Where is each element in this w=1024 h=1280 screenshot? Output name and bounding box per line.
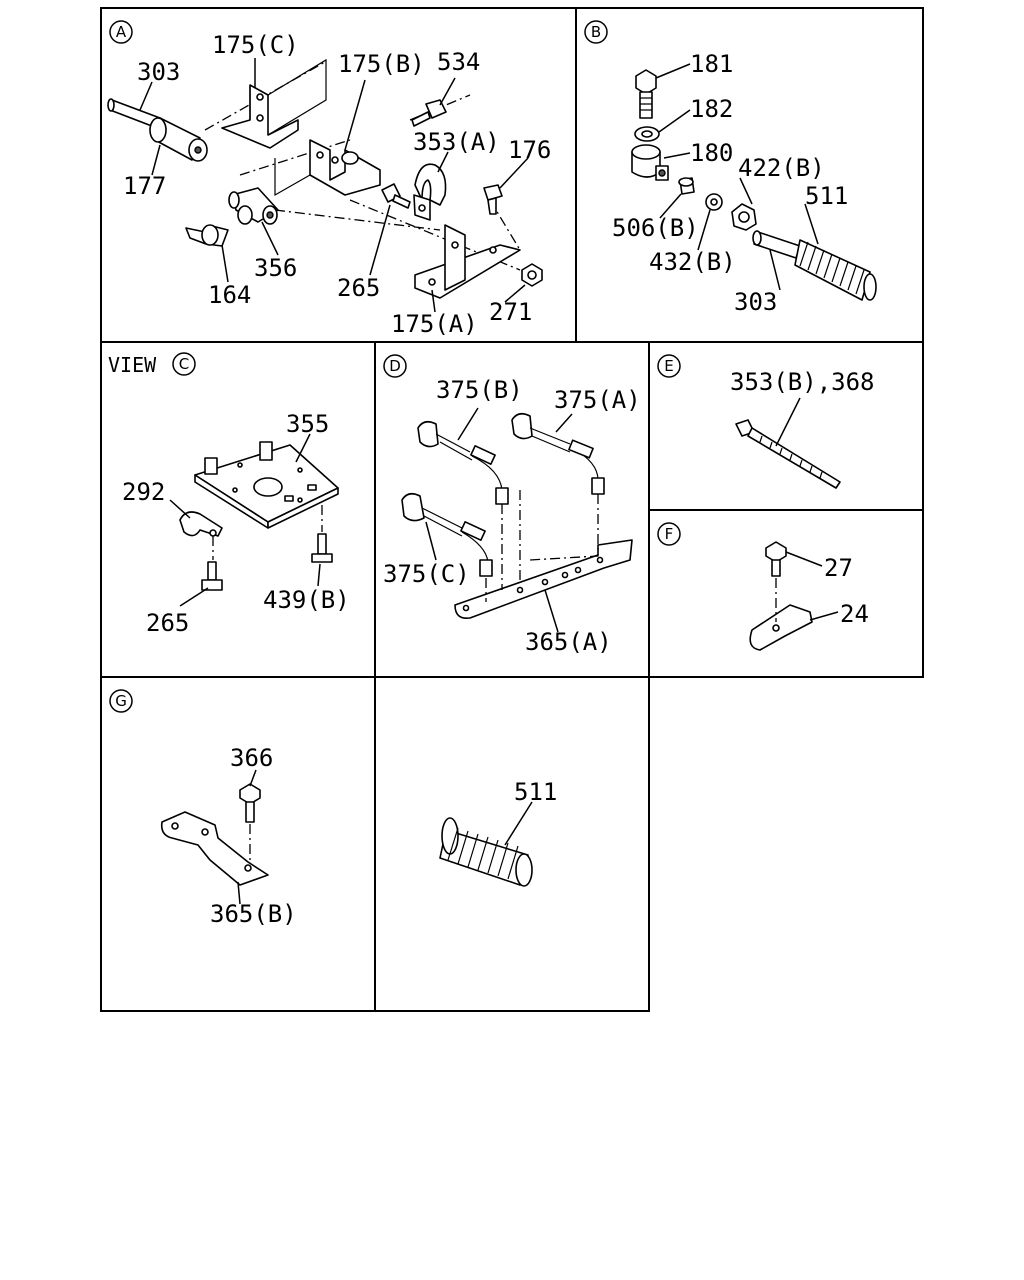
panel-e: E 353(B),368	[657, 354, 875, 489]
boot-511-h-icon	[439, 817, 533, 887]
rod-303-icon	[107, 98, 161, 129]
label-175b: 175(B)	[338, 50, 425, 78]
label-175a: 175(A)	[391, 310, 478, 338]
label-164: 164	[208, 281, 251, 309]
panel-d-marker: D	[383, 354, 407, 378]
panel-g-frame	[100, 676, 376, 1012]
plate-355-icon	[194, 441, 339, 529]
joint-177-icon	[149, 117, 208, 162]
label-356: 356	[254, 254, 297, 282]
panel-h-frame	[374, 676, 650, 1012]
label-177: 177	[123, 172, 166, 200]
svg-text:C: C	[179, 355, 189, 373]
svg-text:D: D	[389, 357, 401, 375]
label-292: 292	[122, 478, 165, 506]
panel-f: F 27 24	[657, 522, 869, 651]
label-422b: 422(B)	[738, 154, 825, 182]
bolt-439b-icon	[311, 533, 333, 563]
bolt-27-icon	[765, 541, 787, 577]
svg-text:E: E	[664, 357, 673, 375]
pin-506b-icon	[678, 177, 695, 195]
elbow-164-icon	[185, 224, 229, 247]
cable-tie-icon	[735, 419, 841, 489]
label-175c: 175(C)	[212, 31, 299, 59]
bolt-265-icon	[381, 183, 411, 209]
label-506b: 506(B)	[612, 214, 699, 242]
label-180: 180	[690, 139, 733, 167]
label-375a: 375(A)	[554, 386, 641, 414]
boot-511-icon	[752, 230, 877, 301]
label-271: 271	[489, 298, 532, 326]
panel-a: A	[107, 20, 551, 338]
panel-h: 511	[439, 778, 557, 887]
label-24: 24	[840, 600, 869, 628]
sensor-cable-375a-icon	[511, 412, 605, 495]
label-303-b: 303	[734, 288, 777, 316]
label-27: 27	[824, 554, 853, 582]
bolt-265-c-icon	[201, 561, 223, 591]
bracket-175a-icon	[414, 224, 521, 299]
panel-b-marker: B	[584, 20, 608, 44]
washer-182-icon	[634, 126, 660, 142]
tee-356-icon	[228, 187, 279, 225]
label-265: 265	[337, 274, 380, 302]
svg-text:F: F	[665, 525, 674, 543]
label-182: 182	[690, 95, 733, 123]
nut-271-icon	[521, 263, 543, 287]
panel-b: B	[584, 20, 877, 316]
label-355: 355	[286, 410, 329, 438]
panel-e-marker: E	[657, 354, 681, 378]
label-181: 181	[690, 50, 733, 78]
svg-text:G: G	[115, 692, 127, 710]
label-365a: 365(A)	[525, 628, 612, 656]
label-366: 366	[230, 744, 273, 772]
svg-text:B: B	[591, 23, 601, 41]
panel-g: G 366 365(B)	[109, 689, 297, 928]
bracket-365b-icon	[160, 811, 269, 886]
label-353b-368: 353(B),368	[730, 368, 875, 396]
panel-f-marker: F	[657, 522, 681, 546]
label-439b: 439(B)	[263, 586, 350, 614]
nut-432b-icon	[705, 193, 723, 211]
sensor-cable-375b-icon	[417, 420, 509, 505]
label-511-h: 511	[514, 778, 557, 806]
label-375c: 375(C)	[383, 560, 470, 588]
label-432b: 432(B)	[649, 248, 736, 276]
bracket-175b-icon	[274, 139, 381, 197]
label-534: 534	[437, 48, 480, 76]
label-365b: 365(B)	[210, 900, 297, 928]
label-511-b: 511	[805, 182, 848, 210]
label-265-c: 265	[146, 609, 189, 637]
panel-g-marker: G	[109, 689, 133, 713]
svg-text:A: A	[116, 23, 127, 41]
label-353a: 353(A)	[413, 128, 500, 156]
bolt-181-icon	[635, 69, 657, 119]
clamp-353a-icon	[413, 163, 447, 221]
label-303: 303	[137, 58, 180, 86]
label-176: 176	[508, 136, 551, 164]
view-label: VIEW	[108, 353, 157, 377]
block-180-icon	[631, 144, 669, 181]
panel-f-frame	[648, 509, 924, 678]
bracket-24-icon	[749, 604, 813, 651]
bolt-176-icon	[483, 184, 503, 215]
nut-422b-icon	[731, 203, 757, 231]
sensor-cable-375c-icon	[401, 492, 493, 577]
panel-d: D	[383, 354, 641, 656]
panel-a-marker: A	[109, 20, 133, 44]
bracket-365a-icon	[454, 539, 633, 620]
panel-c-marker: C	[172, 352, 196, 376]
panel-frames	[100, 7, 924, 1012]
bolt-366-icon	[239, 783, 261, 823]
label-375b: 375(B)	[436, 376, 523, 404]
bracket-175c-icon	[221, 58, 327, 149]
panel-c: VIEW C	[108, 352, 350, 637]
